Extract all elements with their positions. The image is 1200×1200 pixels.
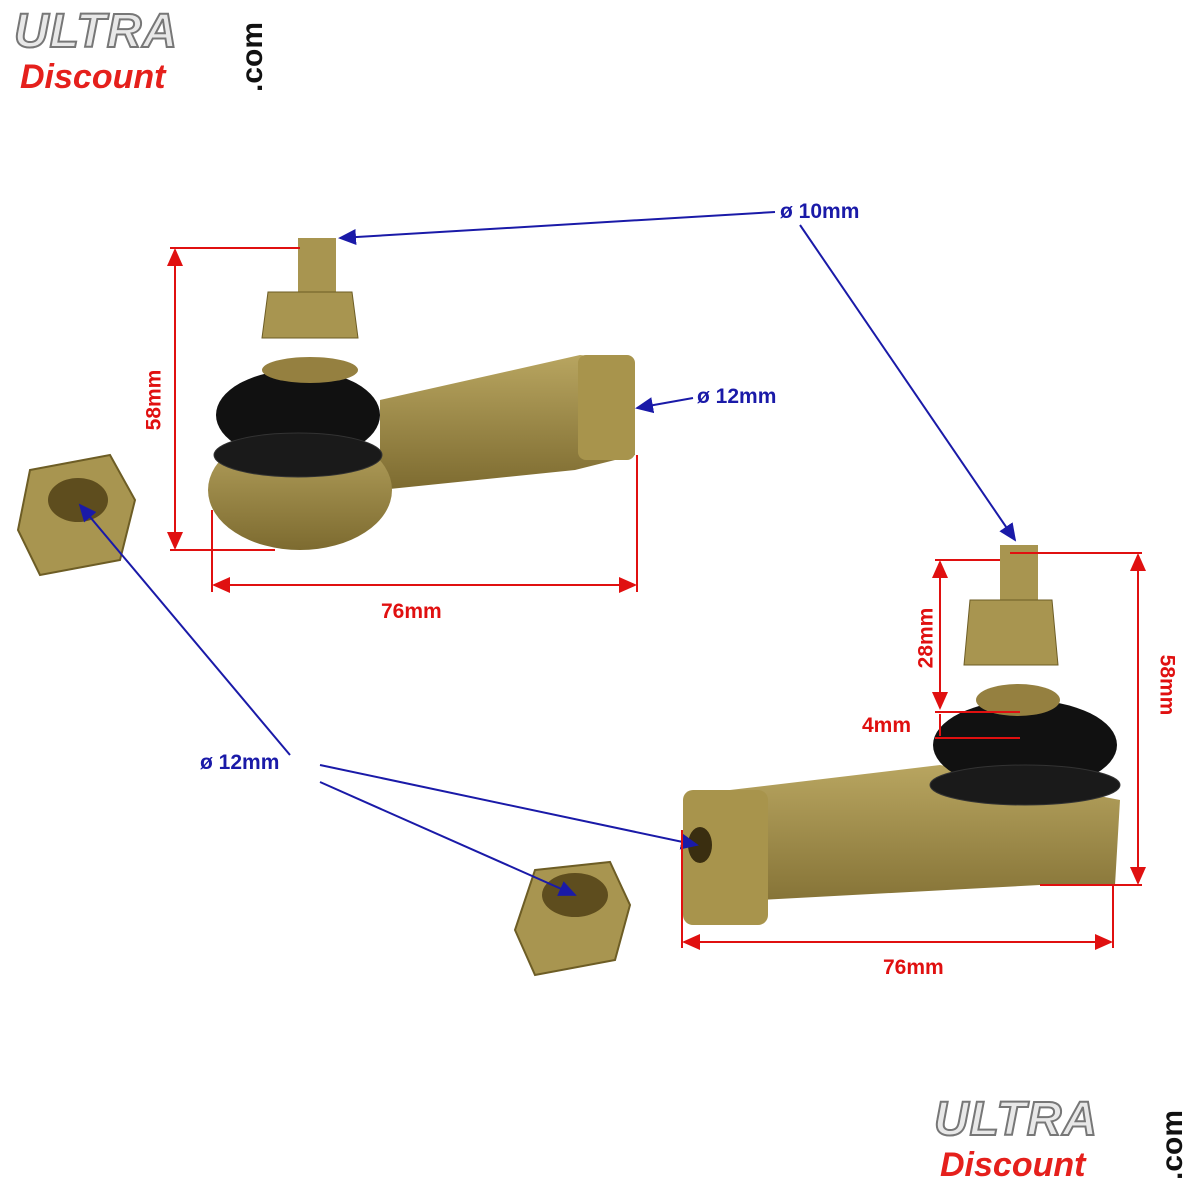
logo-ultra: ULTRA	[13, 4, 179, 59]
logo-com: .com	[1156, 1109, 1190, 1181]
tie-rod-end-left	[208, 238, 635, 550]
nut-diameter-label: ø 12mm	[200, 751, 280, 774]
height-left-label: 58mm	[142, 369, 166, 431]
brand-logo-bottom: ULTRA Discount .com	[926, 1090, 1189, 1190]
leader-lines	[78, 211, 1017, 896]
height-right-label: 58mm	[1155, 654, 1179, 716]
logo-discount: Discount	[20, 58, 166, 96]
stud-diameter-label: ø 10mm	[780, 200, 860, 223]
tie-rod-end-right	[683, 545, 1121, 925]
logo-ultra: ULTRA	[933, 1092, 1099, 1147]
nut-right	[513, 860, 632, 977]
nut-left	[16, 453, 137, 577]
washer-label: 4mm	[862, 714, 912, 737]
dimension-lines	[167, 247, 1146, 950]
length-right-label: 76mm	[883, 956, 944, 979]
thread-diameter-label: ø 12mm	[697, 385, 777, 408]
logo-com: .com	[236, 21, 270, 93]
stud-length-label: 28mm	[914, 607, 938, 669]
length-left-label: 76mm	[381, 600, 442, 623]
logo-discount: Discount	[940, 1146, 1086, 1184]
brand-logo-top: ULTRA Discount .com	[6, 2, 269, 102]
